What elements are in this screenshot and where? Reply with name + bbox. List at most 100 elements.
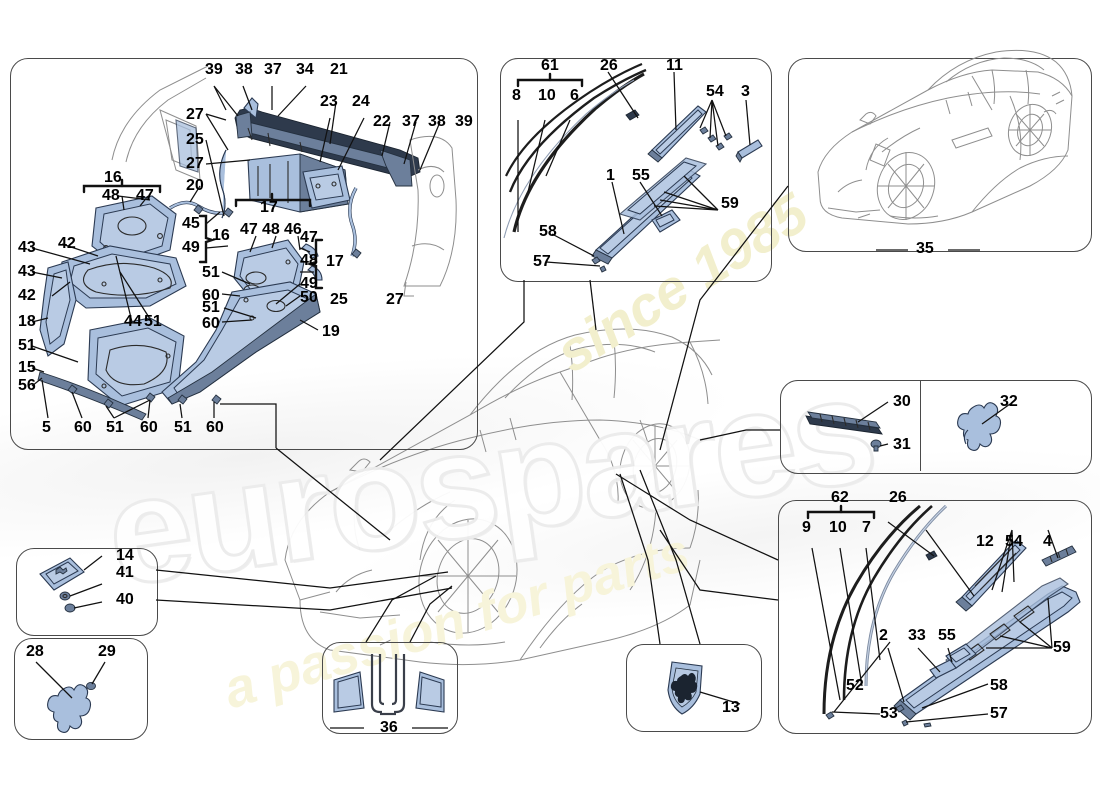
- callout-60b[interactable]: 60: [202, 315, 220, 332]
- callout-51d[interactable]: 51: [18, 337, 36, 354]
- callout-37b[interactable]: 37: [402, 113, 420, 130]
- callout-53[interactable]: 53: [880, 705, 898, 722]
- callout-45[interactable]: 45: [182, 215, 200, 232]
- callout-38b[interactable]: 38: [428, 113, 446, 130]
- callout-59a[interactable]: 59: [721, 195, 739, 212]
- callout-38a[interactable]: 38: [235, 61, 253, 78]
- callout-32[interactable]: 32: [1000, 393, 1018, 410]
- callout-28[interactable]: 28: [26, 643, 44, 660]
- callout-21[interactable]: 21: [330, 61, 348, 78]
- front-structure-panel[interactable]: [10, 58, 478, 450]
- callout-27c[interactable]: 27: [386, 291, 404, 308]
- callout-40[interactable]: 40: [116, 591, 134, 608]
- callout-47a[interactable]: 47: [136, 187, 154, 204]
- callout-51b[interactable]: 51: [202, 299, 220, 316]
- callout-25a[interactable]: 25: [186, 131, 204, 148]
- seals-panel[interactable]: [322, 642, 458, 734]
- callout-49b[interactable]: 49: [300, 275, 318, 292]
- callout-34[interactable]: 34: [296, 61, 314, 78]
- callout-55b[interactable]: 55: [938, 627, 956, 644]
- callout-55a[interactable]: 55: [632, 167, 650, 184]
- callout-1[interactable]: 1: [606, 167, 615, 184]
- callout-27a[interactable]: 27: [186, 106, 204, 123]
- callout-60e[interactable]: 60: [206, 419, 224, 436]
- callout-61[interactable]: 61: [541, 57, 559, 74]
- callout-42a[interactable]: 42: [58, 235, 76, 252]
- callout-29[interactable]: 29: [98, 643, 116, 660]
- callout-51c[interactable]: 51: [144, 313, 162, 330]
- callout-17a[interactable]: 17: [260, 199, 278, 216]
- callout-13[interactable]: 13: [722, 699, 740, 716]
- callout-20[interactable]: 20: [186, 177, 204, 194]
- callout-48c[interactable]: 48: [300, 252, 318, 269]
- callout-24[interactable]: 24: [352, 93, 370, 110]
- callout-31[interactable]: 31: [893, 436, 911, 453]
- callout-46[interactable]: 46: [284, 221, 302, 238]
- callout-10b[interactable]: 10: [829, 519, 847, 536]
- callout-26a[interactable]: 26: [600, 57, 618, 74]
- callout-25b[interactable]: 25: [330, 291, 348, 308]
- callout-50[interactable]: 50: [300, 289, 318, 306]
- callout-23[interactable]: 23: [320, 93, 338, 110]
- callout-27b[interactable]: 27: [186, 155, 204, 172]
- callout-48a[interactable]: 48: [102, 187, 120, 204]
- callout-19[interactable]: 19: [322, 323, 340, 340]
- callout-9[interactable]: 9: [802, 519, 811, 536]
- callout-47c[interactable]: 47: [300, 229, 318, 246]
- callout-3[interactable]: 3: [741, 83, 750, 100]
- callout-26b[interactable]: 26: [889, 489, 907, 506]
- callout-41[interactable]: 41: [116, 564, 134, 581]
- callout-58b[interactable]: 58: [990, 677, 1008, 694]
- callout-8[interactable]: 8: [512, 87, 521, 104]
- callout-36[interactable]: 36: [380, 719, 398, 736]
- callout-4[interactable]: 4: [1043, 533, 1052, 550]
- vehicle-overview-panel[interactable]: [788, 58, 1092, 252]
- callout-57a[interactable]: 57: [533, 253, 551, 270]
- callout-39a[interactable]: 39: [205, 61, 223, 78]
- callout-17b[interactable]: 17: [326, 253, 344, 270]
- callout-18[interactable]: 18: [18, 313, 36, 330]
- callout-57b[interactable]: 57: [990, 705, 1008, 722]
- upper-mouldings-panel[interactable]: [500, 58, 772, 282]
- callout-51e[interactable]: 51: [106, 419, 124, 436]
- callout-2[interactable]: 2: [879, 627, 888, 644]
- callout-60c[interactable]: 60: [74, 419, 92, 436]
- callout-14[interactable]: 14: [116, 547, 134, 564]
- callout-5[interactable]: 5: [42, 419, 51, 436]
- callout-35[interactable]: 35: [916, 240, 934, 257]
- callout-60d[interactable]: 60: [140, 419, 158, 436]
- callout-54a[interactable]: 54: [706, 83, 724, 100]
- callout-60a[interactable]: 60: [202, 287, 220, 304]
- callout-62[interactable]: 62: [831, 489, 849, 506]
- callout-39b[interactable]: 39: [455, 113, 473, 130]
- callout-11[interactable]: 11: [666, 57, 683, 74]
- callout-6[interactable]: 6: [570, 87, 579, 104]
- plate-bracket-panel[interactable]: [16, 548, 158, 636]
- callout-15[interactable]: 15: [18, 359, 36, 376]
- callout-43a[interactable]: 43: [18, 239, 36, 256]
- callout-49a[interactable]: 49: [182, 239, 200, 256]
- callout-48b[interactable]: 48: [262, 221, 280, 238]
- callout-52[interactable]: 52: [846, 677, 864, 694]
- callout-33[interactable]: 33: [908, 627, 926, 644]
- callout-59b[interactable]: 59: [1053, 639, 1071, 656]
- callout-12[interactable]: 12: [976, 533, 994, 550]
- callout-42b[interactable]: 42: [18, 287, 36, 304]
- callout-56[interactable]: 56: [18, 377, 36, 394]
- callout-43b[interactable]: 43: [18, 263, 36, 280]
- callout-37a[interactable]: 37: [264, 61, 282, 78]
- shield-badge-panel[interactable]: [626, 644, 762, 732]
- grille-and-horse-panel[interactable]: [780, 380, 1092, 474]
- callout-10a[interactable]: 10: [538, 87, 556, 104]
- callout-22[interactable]: 22: [373, 113, 391, 130]
- callout-47b[interactable]: 47: [240, 221, 258, 238]
- callout-51a[interactable]: 51: [202, 264, 220, 281]
- callout-51f[interactable]: 51: [174, 419, 192, 436]
- callout-44[interactable]: 44: [124, 313, 142, 330]
- horse-emblem-panel[interactable]: [14, 638, 148, 740]
- callout-7[interactable]: 7: [862, 519, 871, 536]
- callout-16b[interactable]: 16: [212, 227, 230, 244]
- callout-30[interactable]: 30: [893, 393, 911, 410]
- sill-mouldings-panel[interactable]: [778, 500, 1092, 734]
- callout-16a[interactable]: 16: [104, 169, 122, 186]
